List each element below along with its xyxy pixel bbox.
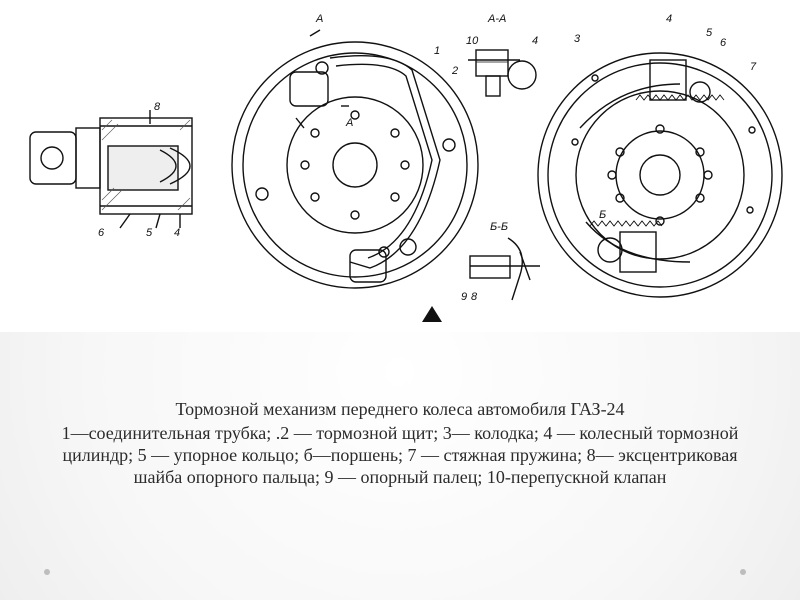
brake-shield-view (231, 29, 479, 289)
brake-shoes-view (537, 52, 783, 298)
section-a-a-label: А-А (487, 13, 506, 25)
wheel-cylinder-section (29, 110, 193, 229)
marker-b-label: Б (599, 209, 606, 221)
callout-5: 5 (706, 27, 713, 39)
cylinder-callout-5: 5 (146, 227, 153, 239)
callout-9: 9 (461, 291, 467, 303)
callout-3: 3 (574, 33, 581, 45)
callout-8: 8 (471, 291, 478, 303)
figure-caption: Тормозной механизм переднего колеса авто… (40, 398, 760, 488)
section-b-b-label: Б-Б (490, 221, 508, 233)
caption-legend: 1—соединительная трубка; .2 — тормозной … (61, 423, 739, 487)
callout-7: 7 (750, 61, 757, 73)
cylinder-callout-6: 6 (98, 227, 105, 239)
cylinder-callout-4: 4 (174, 227, 180, 239)
brake-mechanism-drawing: А А А-А Б-Б Б 1 2 3 4 4 5 6 7 8 9 10 6 5… (29, 13, 783, 322)
callout-6: 6 (720, 37, 727, 49)
callout-1: 1 (434, 45, 440, 57)
callout-2: 2 (451, 65, 458, 77)
callout-10: 10 (466, 35, 479, 47)
marker-a-bottom: А (345, 117, 353, 129)
caption-title: Тормозной механизм переднего колеса авто… (175, 399, 625, 419)
corner-dot-left (44, 569, 50, 575)
brake-figure-area: А А А-А Б-Б Б 1 2 3 4 4 5 6 7 8 9 10 6 5… (29, 13, 783, 322)
marker-a-top: А (315, 13, 323, 25)
section-a-a-detail (468, 49, 537, 97)
corner-dot-right (740, 569, 746, 575)
triangle-marker (422, 306, 442, 322)
callout-4-section: 4 (532, 35, 538, 47)
section-b-b-detail (469, 237, 540, 301)
cylinder-callout-8: 8 (154, 101, 161, 113)
diagram-labels: А А А-А Б-Б Б 1 2 3 4 4 5 6 7 8 9 10 6 5… (98, 13, 757, 303)
callout-4: 4 (666, 13, 672, 25)
